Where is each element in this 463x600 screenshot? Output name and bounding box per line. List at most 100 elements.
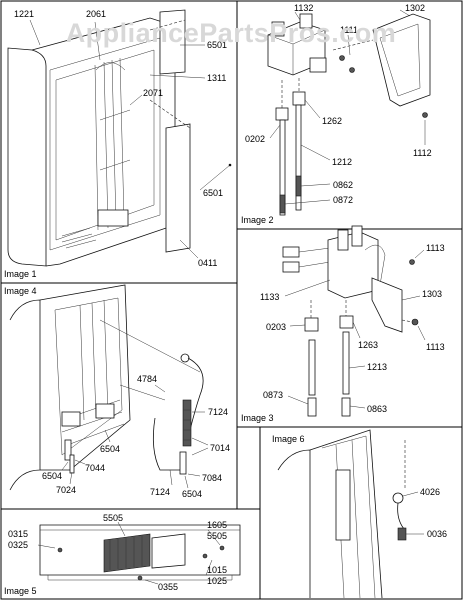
label-1133: 1133 <box>260 292 279 302</box>
insert-0862 <box>295 175 302 197</box>
label-1303: 1303 <box>422 289 442 299</box>
image1-title: Image 1 <box>4 269 37 279</box>
label-1113-a: 1113 <box>426 243 445 253</box>
label-2071: 2071 <box>143 88 163 98</box>
grille-right <box>151 533 186 569</box>
label-7024: 7024 <box>56 485 76 495</box>
label-4784: 4784 <box>137 374 157 384</box>
image6-title: Image 6 <box>272 434 305 444</box>
power-cord <box>187 357 204 431</box>
valve-solenoid-right <box>299 13 313 29</box>
label-2061: 2061 <box>86 9 106 19</box>
tube-7084 <box>152 417 185 471</box>
insert-0873 <box>307 397 317 417</box>
label-1132: 1132 <box>294 3 313 13</box>
bottom-component-a <box>61 411 81 427</box>
label-1212: 1212 <box>332 157 352 167</box>
heater-7124 <box>182 399 192 447</box>
fitting-0202 <box>275 107 289 121</box>
cabinet-liner <box>49 37 161 251</box>
connector-top <box>282 246 300 258</box>
bottom-component-b <box>95 403 115 419</box>
label-7124-b: 7124 <box>150 487 170 497</box>
clip-0036 <box>397 527 407 541</box>
exploded-guides <box>149 19 191 129</box>
cabinet6-front <box>309 429 383 599</box>
screw-1111-a <box>339 55 345 61</box>
screw-6501 <box>228 163 232 167</box>
panel-image1: 1221 2061 6501 1311 2071 6501 0411 Image… <box>4 9 232 279</box>
image5-title: Image 5 <box>4 586 37 596</box>
water-tubes <box>94 57 125 231</box>
connector-bottom <box>282 261 300 273</box>
panel-image6: 4026 0036 Image 6 <box>272 429 447 599</box>
watermark: AppliancePartsPros.com <box>66 18 397 48</box>
screw-0355 <box>137 575 143 581</box>
label-1112: 1112 <box>413 148 432 158</box>
label-1025: 1025 <box>207 576 227 586</box>
screw-1111-b <box>349 67 355 73</box>
label-0036: 0036 <box>427 529 447 539</box>
cabinet-side <box>7 47 47 267</box>
panel-image4: 4784 7124 6504 7014 6504 7044 7024 7084 … <box>4 284 230 499</box>
drain-7044 <box>64 439 72 461</box>
valve3-solenoid-a <box>337 229 349 251</box>
cabinet-back <box>31 17 176 267</box>
label-7044: 7044 <box>85 463 105 473</box>
label-0203: 0203 <box>266 322 286 332</box>
panel-6501-top <box>159 9 186 75</box>
leader-6501-b <box>199 164 231 191</box>
insert-0863 <box>341 397 351 417</box>
valve-solenoid-left <box>271 21 285 37</box>
cabinet4-liner <box>54 297 123 456</box>
panel-0411 <box>165 123 191 253</box>
label-6504-a: 6504 <box>100 444 120 454</box>
grille-center <box>103 533 151 573</box>
label-7084: 7084 <box>202 473 222 483</box>
label-1221: 1221 <box>14 9 34 19</box>
label-7124-a: 7124 <box>208 407 228 417</box>
image4-title: Image 4 <box>4 286 37 296</box>
label-0862: 0862 <box>333 180 353 190</box>
label-1111: 1111 <box>340 25 358 35</box>
label-6504-c: 6504 <box>182 489 202 499</box>
label-1263: 1263 <box>358 340 378 350</box>
drain-7024 <box>69 454 75 474</box>
cabinet4-side <box>9 299 41 491</box>
label-1302: 1302 <box>405 3 425 13</box>
cabinet4-back <box>39 284 131 471</box>
label-1605: 1605 <box>207 520 227 530</box>
panel-image3: 1113 1303 1133 0203 1263 1113 1213 0873 … <box>241 225 445 423</box>
label-0411: 0411 <box>198 258 217 268</box>
label-6501-b: 6501 <box>203 188 223 198</box>
label-0873: 0873 <box>263 390 283 400</box>
valve3-solenoid-b <box>351 225 363 247</box>
panel-image5: 5505 0315 0325 1605 5505 1015 1025 0355 … <box>4 513 241 596</box>
base-panel <box>39 524 241 576</box>
cabinet-inner-liner <box>55 49 155 241</box>
valve3-wire <box>364 244 386 286</box>
label-0315: 0315 <box>8 529 28 539</box>
bracket-1303 <box>371 277 403 333</box>
label-0202: 0202 <box>245 134 265 144</box>
fitting-0203 <box>304 317 319 332</box>
grommet-4026 <box>392 492 404 504</box>
label-5505-b: 5505 <box>207 531 227 541</box>
fitting-7084 <box>179 451 187 475</box>
cord-grommet <box>180 353 190 363</box>
tube-1212 <box>295 104 302 211</box>
label-0325: 0325 <box>8 540 28 550</box>
label-1262: 1262 <box>322 116 342 126</box>
valve-outlet <box>309 57 327 73</box>
cabinet6-side <box>277 449 311 598</box>
label-7014: 7014 <box>210 443 230 453</box>
label-6504-b: 6504 <box>42 471 62 481</box>
fitting-1262 <box>292 91 306 106</box>
tube-1213 <box>342 331 350 395</box>
tube-clips <box>95 62 131 171</box>
bracket-1302 <box>372 13 431 107</box>
label-5505-a: 5505 <box>103 513 123 523</box>
image3-title: Image 3 <box>241 413 274 423</box>
